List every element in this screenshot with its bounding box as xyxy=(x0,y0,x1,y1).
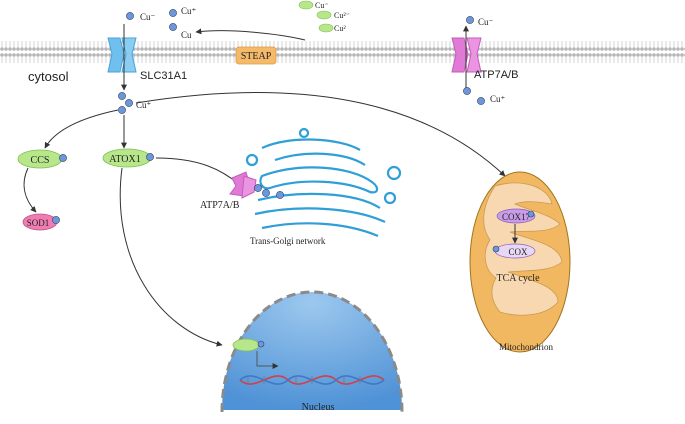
atp7ab-golgi-transporter xyxy=(229,171,257,199)
cytosol-label: cytosol xyxy=(28,69,69,84)
slc31a1-label: SLC31A1 xyxy=(140,70,187,82)
trans-golgi-network xyxy=(245,127,402,238)
copper-ion xyxy=(492,245,500,253)
nucleus-label: Nucleus xyxy=(302,402,335,413)
green-copper-species xyxy=(318,23,334,33)
to-sod1-arrow xyxy=(23,167,37,213)
atp7ab-golgi-label: ATP7A/B xyxy=(200,200,240,211)
copper-ion xyxy=(59,154,67,162)
transcription-arrow xyxy=(256,351,279,369)
copper-ion xyxy=(169,9,177,17)
copper-ion xyxy=(463,87,471,95)
copper-ion xyxy=(126,12,134,20)
to-nucleus-arrow xyxy=(119,167,223,347)
cu-label: Cu⁻ xyxy=(315,1,329,10)
copper-ion xyxy=(254,184,262,192)
green-copper-species xyxy=(316,10,332,20)
cu-label: Cu⁻ xyxy=(140,12,156,22)
copper-ion xyxy=(169,23,177,31)
ccs-label: CCS xyxy=(31,155,50,166)
trans-golgi-label: Trans-Golgi network xyxy=(250,236,326,246)
sod1-label: SOD1 xyxy=(27,218,50,228)
copper-ion xyxy=(527,210,535,218)
cu-label: Cu⁺ xyxy=(136,100,152,110)
cox-label: COX xyxy=(508,247,528,257)
to-ccs-arrow xyxy=(44,109,119,149)
copper-ion xyxy=(466,16,474,24)
slc31a1-transporter xyxy=(107,37,137,73)
atox1-nuclear xyxy=(232,338,260,352)
copper-ion xyxy=(118,106,126,114)
copper-ion xyxy=(146,153,154,161)
copper-ion xyxy=(276,191,284,199)
plasma-membrane xyxy=(0,41,685,67)
cu-label: Cu xyxy=(181,30,192,40)
copper-ion xyxy=(262,189,270,197)
copper-ion xyxy=(477,97,485,105)
green-copper-species xyxy=(298,0,314,10)
cox17-label: COX17 xyxy=(502,212,531,222)
cu-label: Cu² xyxy=(334,24,346,33)
cox17-protein xyxy=(496,208,536,224)
tca-label: TCA cycle xyxy=(496,273,540,284)
atp7ab-membrane-transporter xyxy=(451,37,482,73)
dna-helix xyxy=(239,375,385,385)
mitochondrion-label: Mitochondrion xyxy=(499,342,553,352)
copper-ion xyxy=(257,340,265,348)
copper-ion xyxy=(125,99,133,107)
to-mitochondrion-arrow xyxy=(135,92,506,177)
cu-label: Cu²⁻ xyxy=(334,11,350,20)
cu-label: Cu⁺ xyxy=(490,94,506,104)
copper-ion xyxy=(118,92,126,100)
steap-box xyxy=(235,46,277,65)
steap-reduction-arrow xyxy=(195,28,306,41)
copper-ion xyxy=(52,216,60,224)
cu-label: Cu⁻ xyxy=(478,17,494,27)
cu-label: Cu⁺ xyxy=(181,6,197,16)
steap-label: STEAP xyxy=(241,51,272,62)
to-golgi-arrow xyxy=(155,157,241,186)
atp7ab-membrane-label: ATP7A/B xyxy=(474,69,518,81)
atox1-label: ATOX1 xyxy=(109,154,140,165)
